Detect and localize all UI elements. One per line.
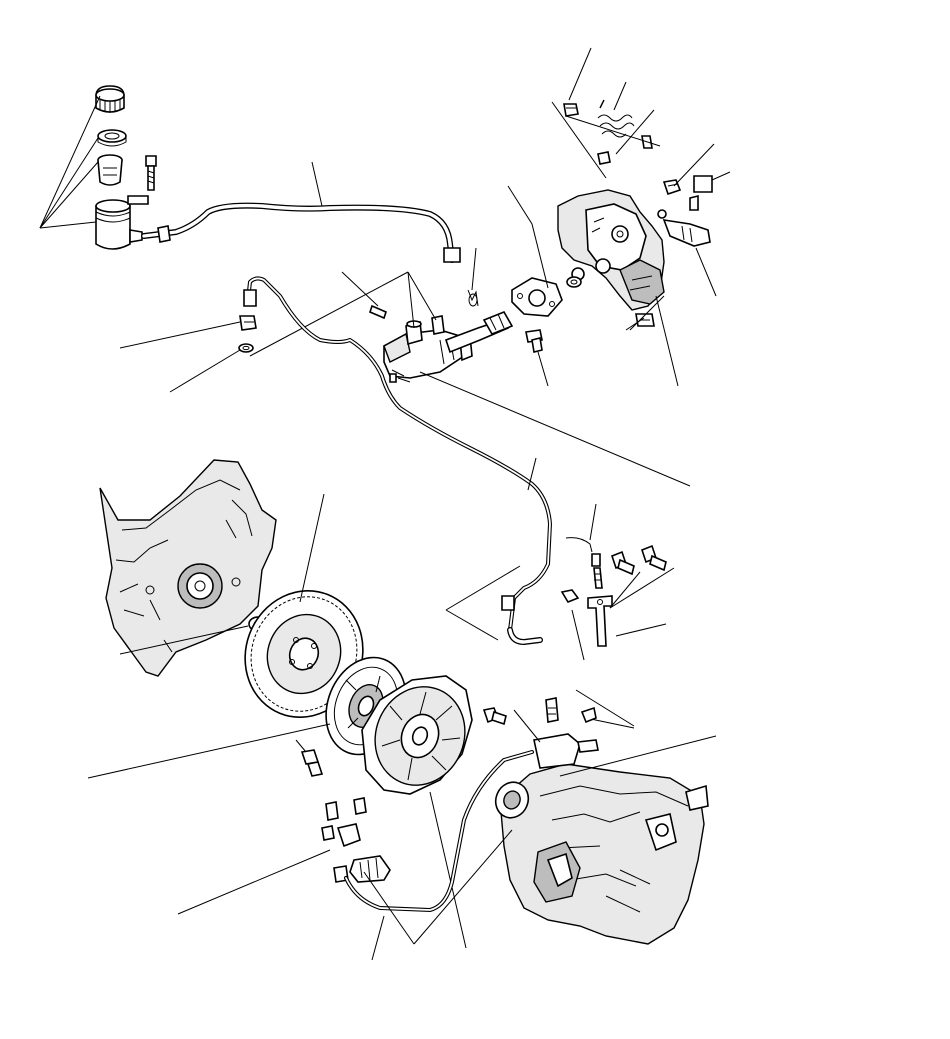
clevis-pin bbox=[341, 271, 387, 320]
pedal-return-spring bbox=[597, 99, 635, 138]
clutch-switch bbox=[662, 175, 713, 247]
master-cylinder-leaders bbox=[249, 271, 691, 487]
slave-cylinder bbox=[321, 797, 391, 883]
reservoir-hose bbox=[141, 161, 461, 263]
mid-callout-leaders bbox=[445, 565, 667, 661]
bracket-nut-lower bbox=[635, 313, 655, 327]
pedal-bracket-assembly bbox=[557, 189, 667, 311]
disc-bolt bbox=[295, 739, 324, 777]
clutch-line-pipe bbox=[243, 276, 552, 632]
reservoir-cap bbox=[95, 85, 125, 113]
reservoir-strainer bbox=[97, 154, 123, 186]
bracket-bushing bbox=[597, 135, 653, 165]
pivot-bushing bbox=[566, 276, 582, 288]
hose-clip bbox=[565, 503, 603, 589]
pressure-plate-bolt bbox=[482, 707, 507, 726]
flare-nut bbox=[119, 315, 257, 349]
gasket-plate bbox=[507, 185, 563, 317]
flex-hose bbox=[501, 595, 543, 645]
slave-hose-pipe bbox=[344, 750, 534, 912]
reservoir-seal bbox=[97, 129, 127, 147]
reservoir-bolt bbox=[145, 155, 157, 191]
pressure-plate bbox=[361, 675, 473, 949]
master-cylinder bbox=[383, 315, 473, 383]
engine-block bbox=[99, 459, 277, 677]
reservoir-tank bbox=[95, 195, 149, 250]
pedal-bracket-leaders bbox=[551, 47, 731, 387]
sealing-washer bbox=[169, 343, 254, 393]
cotter-pin bbox=[467, 247, 479, 307]
bracket-clip-top bbox=[563, 103, 579, 117]
reservoir-callout-leaders bbox=[39, 95, 101, 229]
bracket-bolts bbox=[609, 544, 675, 609]
hose-bracket bbox=[560, 589, 613, 647]
slave-bracket bbox=[513, 689, 717, 777]
lower-callout-leaders bbox=[177, 829, 513, 961]
gasket-bolt bbox=[525, 329, 549, 387]
master-cylinder-pushrod bbox=[444, 310, 514, 354]
transmission-case bbox=[499, 763, 709, 945]
release-bearing bbox=[494, 781, 530, 819]
